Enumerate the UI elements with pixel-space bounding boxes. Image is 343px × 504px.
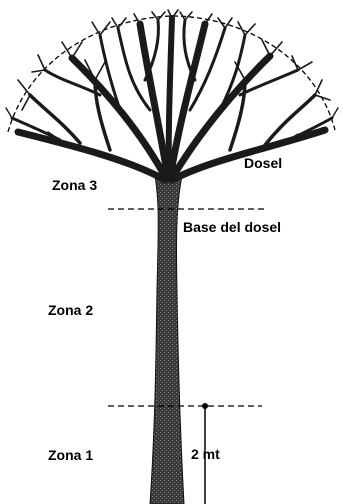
zone-2-label: Zona 2 <box>48 302 93 318</box>
zone-1-label: Zona 1 <box>48 447 93 463</box>
tree-branches <box>6 10 338 180</box>
canopy-label: Dosel <box>244 155 282 171</box>
canopy-base-label: Base del dosel <box>183 219 281 235</box>
tree-trunk <box>150 176 184 504</box>
height-marker-label: 2 mt <box>191 446 220 462</box>
zone-3-label: Zona 3 <box>52 177 97 193</box>
